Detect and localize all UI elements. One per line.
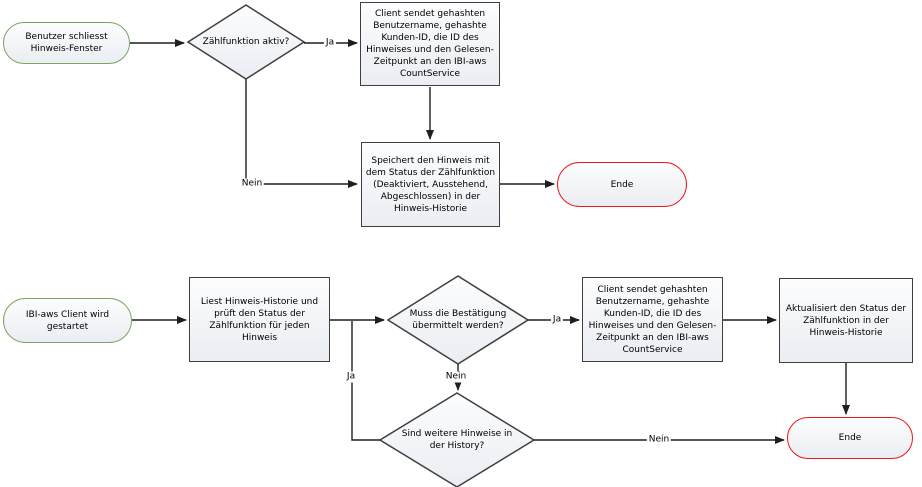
decision-weitere-hinweise-label: Sind weitere Hinweise in der History? bbox=[401, 429, 513, 451]
end-node-bottom: Ende bbox=[787, 417, 913, 459]
edge-label-nein-top: Nein bbox=[239, 178, 265, 190]
process-liest-hinweis-historie: Liest Hinweis-Historie und prüft den Sta… bbox=[189, 277, 330, 362]
process-client-sendet-countservice-2: Client sendet gehashten Benutzername, ge… bbox=[582, 277, 723, 362]
edge-decision1-nein-to-process2 bbox=[245, 79, 358, 188]
node-label: Client sendet gehashten Benutzername, ge… bbox=[366, 9, 494, 79]
edge-label-nein-decision2: Nein bbox=[443, 371, 469, 383]
node-label: IBI-aws Client wird gestartet bbox=[25, 309, 110, 332]
edge-label-ja-loop: Ja bbox=[344, 371, 358, 383]
node-label: Ende bbox=[610, 179, 634, 190]
node-label: Ende bbox=[838, 433, 862, 443]
node-label: Benutzer schliesst Hinweis-Fenster bbox=[25, 32, 108, 54]
decision-zaehlfunktion-aktiv-label: Zählfunktion aktiv? bbox=[202, 37, 290, 47]
edge-label-nein-decision3: Nein bbox=[646, 434, 672, 446]
process-speichert-hinweis-historie: Speichert den Hinweis mit dem Status der… bbox=[361, 142, 500, 227]
start-node-benutzer-schliesst-hinweis-fenster: Benutzer schliesst Hinweis-Fenster bbox=[3, 22, 130, 64]
edge-label-ja-top: Ja bbox=[323, 37, 337, 49]
edge-label-ja-decision2: Ja bbox=[550, 314, 564, 326]
start-node-ibi-aws-client-gestartet: IBI-aws Client wird gestartet bbox=[3, 298, 132, 343]
process-aktualisiert-status: Aktualisiert den Status der Zählfunktion… bbox=[779, 278, 913, 363]
decision-bestaetigung-uebermittelt-label: Muss die Bestätigung übermittelt werden? bbox=[409, 309, 507, 331]
decision-zaehlfunktion-aktiv-shape bbox=[186, 4, 306, 80]
end-node-top: Ende bbox=[557, 162, 687, 207]
node-label: Aktualisiert den Status der Zählfunktion… bbox=[785, 303, 907, 338]
node-label: Speichert den Hinweis mit dem Status der… bbox=[365, 155, 496, 214]
node-label: Client sendet gehashten Benutzername, ge… bbox=[588, 284, 717, 355]
edge-decision3-ja-loop bbox=[351, 321, 380, 441]
process-client-sendet-countservice-1: Client sendet gehashten Benutzername, ge… bbox=[360, 2, 500, 86]
node-label: Liest Hinweis-Historie und prüft den Sta… bbox=[200, 296, 319, 343]
